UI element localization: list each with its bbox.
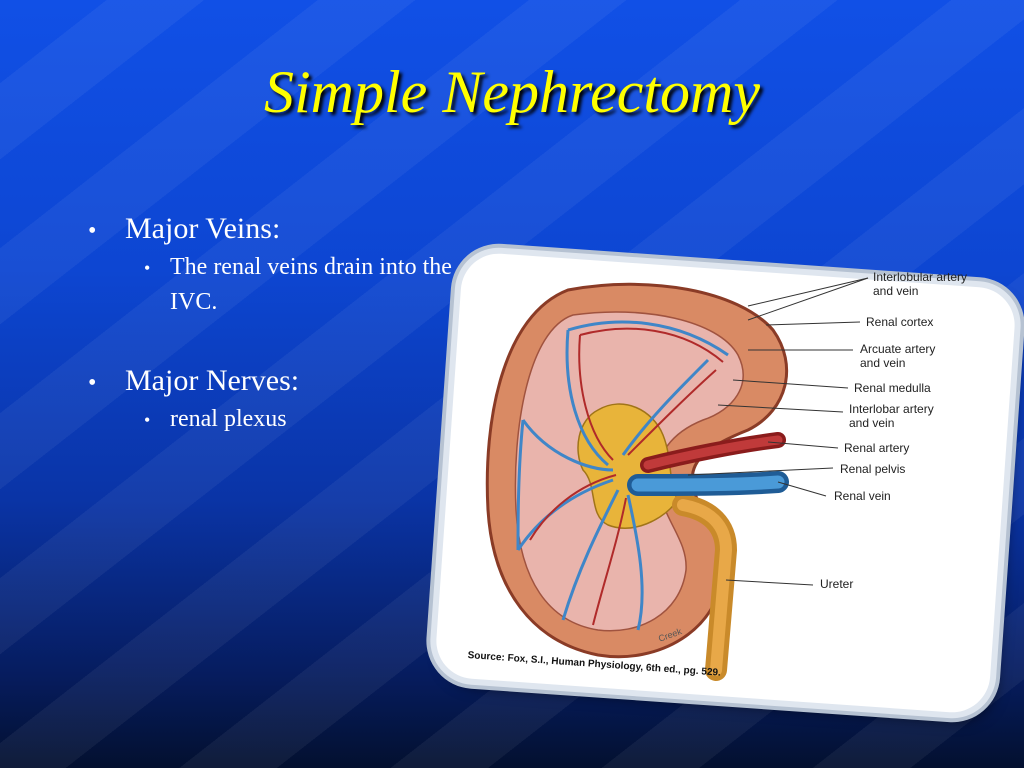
sub-bullet-text: renal plexus xyxy=(170,405,287,432)
bullet-dot-icon: • xyxy=(144,409,151,430)
kidney-illustration xyxy=(485,277,869,681)
renal-pelvis-shape xyxy=(577,403,679,529)
label-renal-pelvis: Renal pelvis xyxy=(840,462,906,476)
sub-bullet-renal-veins: • The renal veins drain into the IVC. xyxy=(144,250,488,320)
kidney-figure: Interlobular artery and vein Renal corte… xyxy=(448,270,1003,696)
bullet-dot-icon: • xyxy=(88,218,97,244)
sub-bullet-text: The renal veins drain into the IVC. xyxy=(170,254,452,315)
label-renal-medulla: Renal medulla xyxy=(854,381,931,395)
bullet-text: Major Veins: xyxy=(125,212,281,245)
label-renal-vein: Renal vein xyxy=(834,489,891,503)
artery-branches xyxy=(529,327,724,626)
bullet-dot-icon: • xyxy=(144,258,151,278)
bullet-major-veins: • Major Veins: xyxy=(88,212,488,246)
label-ureter: Ureter xyxy=(820,577,854,591)
slide-title: Simple Nephrectomy xyxy=(264,59,760,125)
label-arcuate: Arcuate artery and vein xyxy=(860,342,936,370)
bullet-dot-icon: • xyxy=(88,369,97,396)
label-renal-cortex: Renal cortex xyxy=(866,315,934,329)
bullet-major-nerves: • Major Nerves: xyxy=(88,364,488,398)
label-renal-artery: Renal artery xyxy=(844,441,910,455)
vessel-branches xyxy=(516,320,729,631)
sub-bullet-renal-plexus: • renal plexus xyxy=(144,402,488,437)
label-pointer-lines xyxy=(687,277,869,586)
bullet-text: Major Nerves: xyxy=(125,363,300,397)
bullet-list: • Major Veins: • The renal veins drain i… xyxy=(88,212,488,436)
label-interlobular: Interlobular artery and vein xyxy=(873,270,968,298)
label-interlobar: Interlobar artery and vein xyxy=(849,402,934,430)
